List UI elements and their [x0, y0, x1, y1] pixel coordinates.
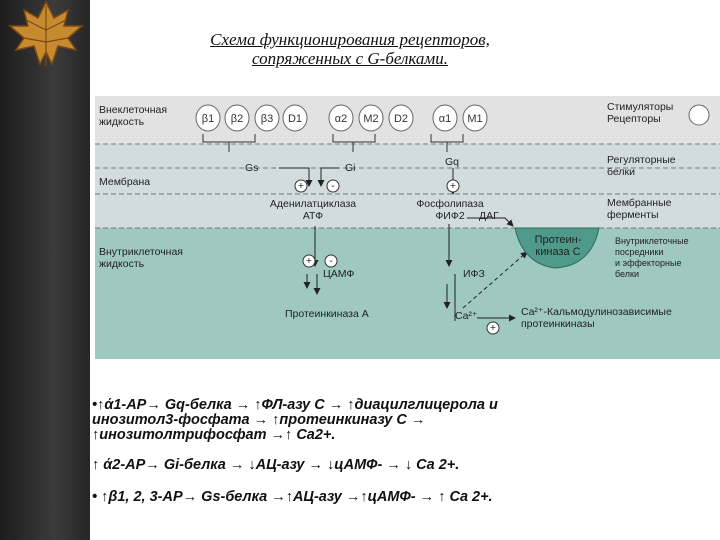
- ip3-label: ИФЗ: [463, 268, 485, 280]
- camp-label: ЦАМФ: [323, 268, 355, 280]
- receptor-label: M2: [363, 113, 378, 125]
- receptor-0: [195, 104, 221, 132]
- receptor-label: β1: [202, 113, 214, 125]
- receptor-label: M1: [467, 113, 482, 125]
- gq-label: Gq: [445, 156, 460, 168]
- bullet-alpha1: •↑ά1-АР→ Gq-белка → ↑ФЛ-азу С → ↑диацилг…: [92, 398, 712, 443]
- receptor-label: α1: [439, 113, 451, 125]
- receptor-label: D2: [394, 113, 408, 125]
- protein-kinase-c-shape: [514, 227, 600, 269]
- adenylate-cyclase-label: Аденилатциклаза АТФ: [269, 198, 357, 222]
- receptor-3: [282, 104, 308, 132]
- autumn-leaf-image: [7, 0, 85, 66]
- stimulators-label: Стимуляторы Рецепторы: [607, 101, 674, 125]
- bullet-alpha1-line1: •↑ά1-АР→ Gq-белка → ↑ФЛ-азу С → ↑диацилг…: [92, 397, 498, 413]
- dag-label: ДАГ: [479, 210, 499, 222]
- protein-kinase-c-label: Протеин- киназа С: [534, 234, 582, 258]
- title-line-1: Схема функционирования рецепторов,: [210, 30, 490, 49]
- receptor-4: [328, 104, 354, 132]
- receptor-6: [388, 104, 414, 132]
- receptor-label: β2: [231, 113, 243, 125]
- plus-sign: +: [297, 180, 305, 192]
- minus-sign: -: [329, 255, 333, 267]
- receptor-label: D1: [288, 113, 302, 125]
- receptor-8: [462, 104, 488, 132]
- membrane-label: Мембрана: [99, 176, 151, 188]
- bullet-alpha1-line2: инозитол3-фосфата → ↑протеинкиназу С →: [92, 412, 426, 428]
- stimulator-icon: [688, 104, 710, 126]
- receptor-7: [432, 104, 458, 132]
- bullet-beta-line1: • ↑β1, 2, 3-АР→ Gs-белка →↑АЦ-азу →↑цАМФ…: [92, 489, 493, 505]
- bullet-alpha2: ↑ ά2-АР→ Gi-белка → ↓АЦ-азу → ↓цАМФ- → ↓…: [92, 458, 712, 473]
- intracellular-mediators-label: Внутриклеточные посредники и эффекторные…: [615, 236, 689, 279]
- receptor-label: α2: [335, 113, 347, 125]
- phospholipase-label: Фосфолипаза ФИФ2: [416, 198, 484, 222]
- left-decorative-strip: [0, 0, 90, 540]
- gi-label: Gi: [345, 162, 356, 174]
- receptor-1: [224, 104, 250, 132]
- gs-label: Gs: [245, 162, 259, 174]
- page-title: Схема функционирования рецепторов, сопря…: [160, 30, 540, 68]
- extracellular-label: Внеклеточная жидкость: [99, 104, 168, 128]
- minus-sign: -: [331, 180, 335, 192]
- calcium-label: Ca²⁺: [455, 310, 478, 322]
- receptor-label: β3: [261, 113, 273, 125]
- g-protein-receptor-diagram: β1 β2 β3 D1 α2 M2 D2 α1 M1: [95, 96, 720, 359]
- bullet-alpha1-line3: ↑инозитолтрифосфат →↑ Ca2+.: [92, 427, 336, 443]
- intracellular-zone: [95, 228, 720, 359]
- membrane-zone: [95, 144, 720, 228]
- bullet-beta: • ↑β1, 2, 3-АР→ Gs-белка →↑АЦ-азу →↑цАМФ…: [92, 490, 712, 505]
- regulatory-proteins-label: Регуляторные белки: [607, 154, 676, 178]
- plus-sign: +: [305, 255, 313, 267]
- plus-sign: +: [449, 180, 457, 192]
- receptor-5: [358, 104, 384, 132]
- protein-kinase-a-label: Протеинкиназа А: [285, 308, 369, 320]
- bullet-alpha2-line1: ↑ ά2-АР→ Gi-белка → ↓АЦ-азу → ↓цАМФ- → ↓…: [92, 457, 460, 473]
- intracellular-label: Внутриклеточная жидкость: [99, 246, 183, 270]
- receptor-2: [254, 104, 280, 132]
- membrane-enzymes-label: Мембранные ферменты: [607, 197, 672, 221]
- calmodulin-kinases-label: Ca²⁺-Кальмодулинозависимые протеинкиназы: [521, 306, 672, 330]
- plus-sign: +: [489, 322, 497, 334]
- title-line-2: сопряженных с G-белками.: [251, 49, 449, 68]
